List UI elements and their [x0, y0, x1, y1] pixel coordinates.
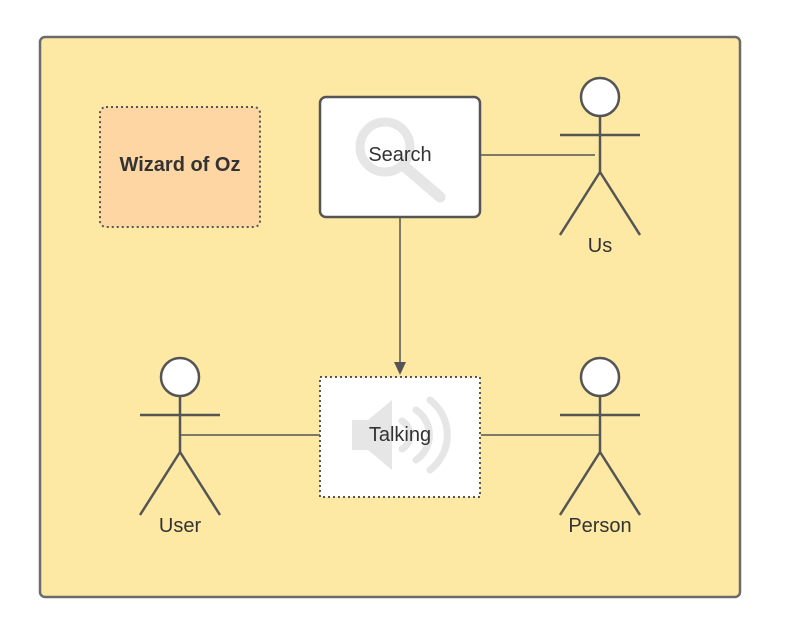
arrowhead: [394, 362, 406, 375]
diagram-title: Wizard of Oz: [120, 154, 241, 176]
actor-us-label: Us: [588, 235, 612, 257]
search-icon: [355, 117, 446, 203]
actor-person-label: Person: [568, 515, 631, 537]
talking-node[interactable]: Talking: [319, 376, 481, 498]
talking-node-label: Talking: [369, 424, 431, 446]
connector-search-talking: [394, 217, 406, 375]
actor-user[interactable]: [138, 356, 222, 516]
actor-person[interactable]: [558, 356, 642, 516]
actor-head: [579, 356, 621, 398]
actor-us[interactable]: [558, 76, 642, 236]
speaker-icon: [352, 396, 451, 474]
search-node[interactable]: Search: [318, 95, 482, 219]
title-box[interactable]: Wizard of Oz: [99, 106, 261, 228]
search-node-shape: [318, 95, 482, 219]
talking-node-shape: [319, 376, 481, 498]
actor-user-label: User: [159, 515, 202, 537]
actor-head: [579, 76, 621, 118]
search-node-label: Search: [368, 144, 431, 166]
title-box-shape: [99, 106, 261, 228]
actor-head: [159, 356, 201, 398]
